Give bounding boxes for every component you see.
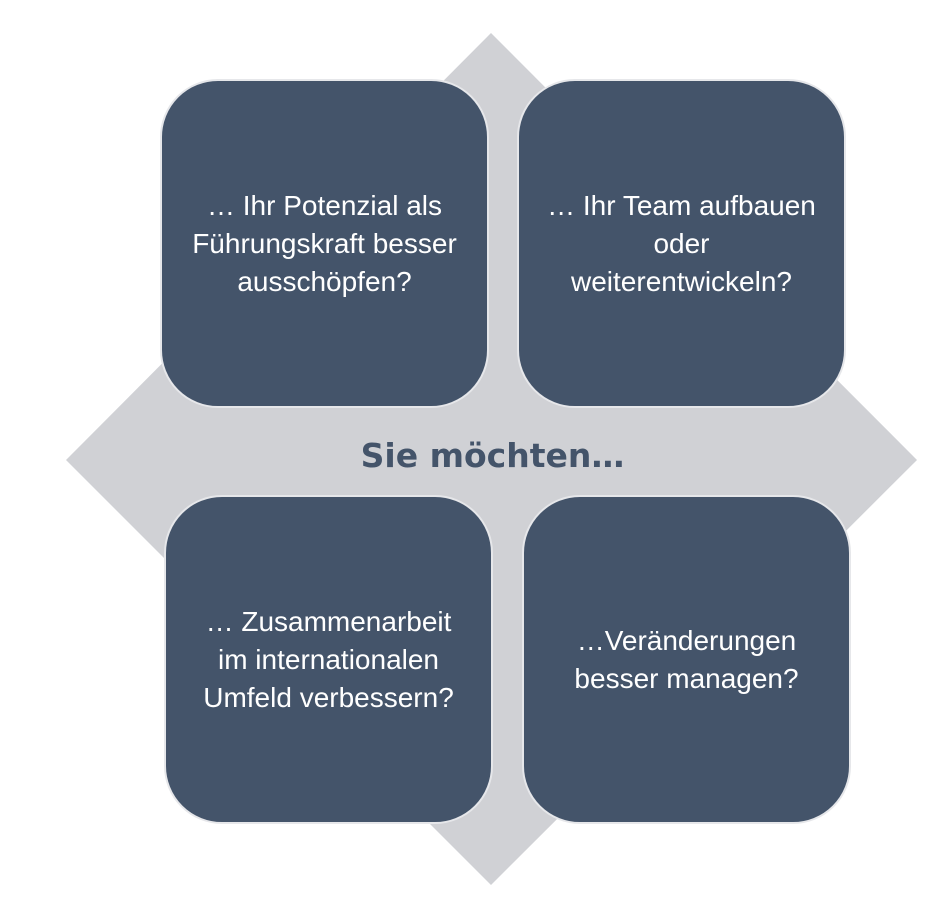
box-international-collaboration: … Zusammenarbeit im internationalen Umfe… xyxy=(164,495,493,824)
box-text: … Ihr Potenzial als Führungskraft besser… xyxy=(192,189,457,297)
box-text: …Veränderungen besser managen? xyxy=(574,624,799,694)
box-change-management: …Veränderungen besser managen? xyxy=(522,495,851,824)
box-leadership-potential: … Ihr Potenzial als Führungskraft besser… xyxy=(160,79,489,408)
box-team-development: … Ihr Team aufbauen oder weiterentwickel… xyxy=(517,79,846,408)
box-text: … Ihr Team aufbauen oder weiterentwickel… xyxy=(547,189,816,297)
center-label: Sie möchten… xyxy=(360,436,625,475)
box-text: … Zusammenarbeit im internationalen Umfe… xyxy=(203,605,454,713)
